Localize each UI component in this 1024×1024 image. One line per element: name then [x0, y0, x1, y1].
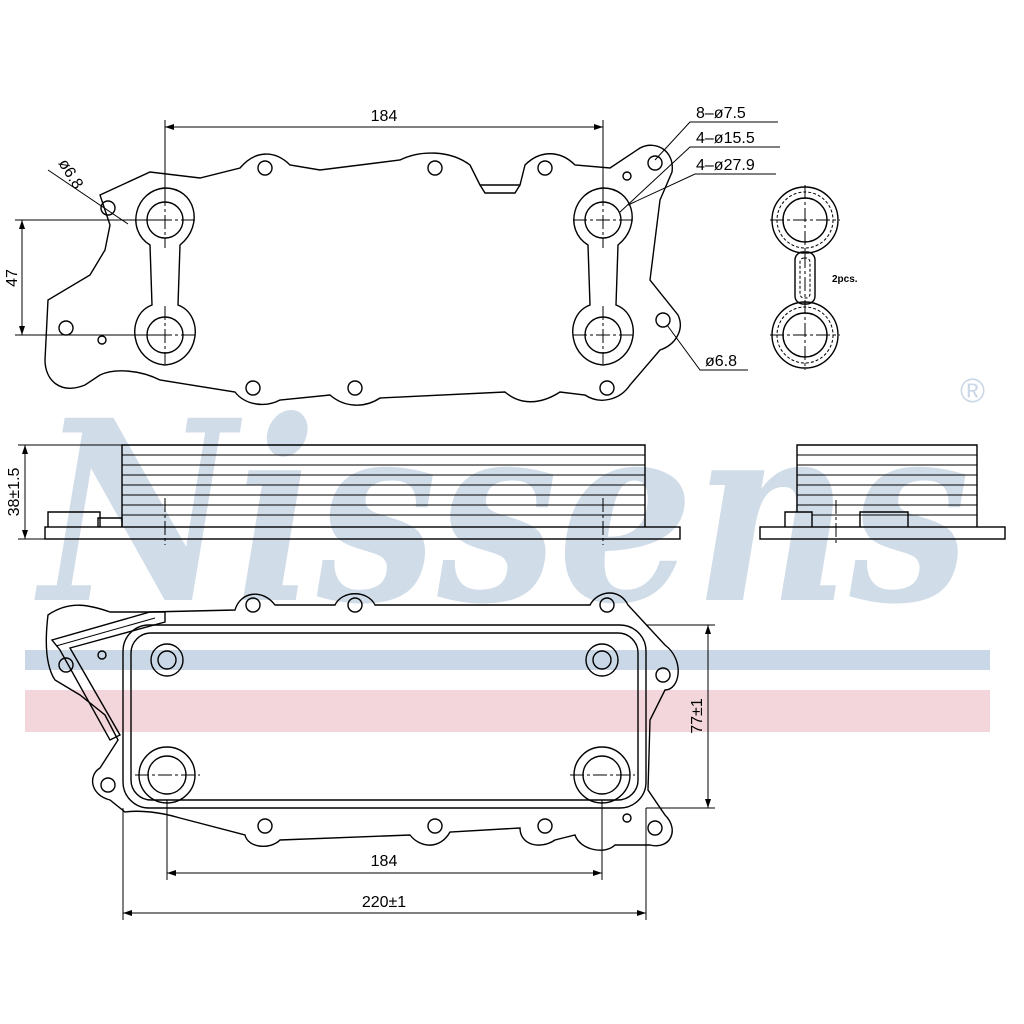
bottom-view: 184 220±1 77±1 — [45, 592, 715, 920]
side-base-plate — [44, 526, 681, 540]
top-view-outline — [44, 144, 681, 406]
side-base-step — [47, 511, 101, 527]
side-view: 38±1.5 — [6, 444, 681, 545]
end-boss — [859, 511, 909, 527]
bottom-inner-dimension: 184 — [371, 853, 398, 870]
mount-hole — [97, 335, 107, 345]
mount-hole — [655, 312, 671, 328]
watermark: Nissens ® — [25, 365, 990, 732]
mount-hole — [257, 818, 273, 834]
mount-hole — [537, 160, 553, 176]
top-view-bottom-tab — [479, 184, 521, 194]
callout-port-inner: 4–ø15.5 — [696, 130, 755, 147]
mount-hole — [537, 818, 553, 834]
mount-hole — [97, 650, 107, 660]
dim-arrow — [593, 870, 602, 876]
mount-hole — [347, 380, 363, 396]
watermark-red-band — [25, 690, 990, 732]
mount-hole — [647, 820, 663, 836]
mount-hole — [427, 160, 443, 176]
dim-arrow — [19, 326, 25, 335]
watermark-brand: Nissens — [34, 365, 970, 659]
mount-hole — [599, 597, 615, 613]
mount-hole — [100, 777, 116, 793]
leader-line — [47, 169, 129, 225]
dim-arrow — [637, 910, 646, 916]
bottom-height-dimension: 77±1 — [689, 698, 706, 734]
dim-arrow — [19, 220, 25, 229]
bottom-bracket-strip — [55, 617, 156, 647]
dim-arrow — [167, 870, 176, 876]
bottom-overall-dimension: 220±1 — [362, 894, 406, 911]
top-height-dimension: 47 — [4, 269, 21, 287]
mount-hole — [347, 597, 363, 613]
mount-hole — [100, 200, 116, 216]
mount-hole — [647, 155, 663, 171]
bottom-view-outline — [45, 592, 679, 851]
callout-hole-pattern: 8–ø7.5 — [696, 105, 746, 122]
gasket: 2pcs. — [770, 185, 858, 370]
leader-line — [619, 146, 780, 213]
callout-port-outer: 4–ø27.9 — [696, 157, 755, 174]
side-height-dimension: 38±1.5 — [6, 467, 23, 516]
mount-hole — [245, 597, 261, 613]
leader-line — [654, 121, 778, 161]
bottom-port-top-left-inner — [157, 650, 177, 670]
dim-arrow — [22, 445, 28, 454]
mount-hole — [58, 320, 74, 336]
mount-hole — [245, 380, 261, 396]
bottom-bracket-strip — [50, 611, 166, 741]
dim-arrow — [22, 530, 28, 539]
end-core-stack — [796, 444, 978, 527]
top-width-dimension: 184 — [371, 108, 398, 125]
core-outer — [122, 624, 647, 809]
dim-arrow — [705, 625, 711, 634]
mount-hole — [622, 813, 632, 823]
mount-hole — [257, 160, 273, 176]
dim-arrow — [165, 124, 174, 130]
hole-diameter-left: ø6.8 — [55, 156, 86, 192]
mount-hole — [58, 657, 74, 673]
leader-line — [666, 324, 748, 371]
watermark-blue-band — [25, 650, 990, 670]
bottom-port-top-right — [585, 643, 619, 677]
core-inner — [130, 632, 639, 801]
hole-diameter-right: ø6.8 — [705, 353, 737, 370]
dim-arrow — [705, 799, 711, 808]
left-port-bracket — [134, 187, 196, 366]
mount-hole — [427, 818, 443, 834]
watermark-registered-mark: ® — [960, 372, 985, 410]
side-core-stack — [121, 444, 646, 527]
mount-hole — [599, 380, 615, 396]
right-port-bracket — [572, 187, 634, 366]
mount-hole — [655, 667, 671, 683]
end-boss — [784, 511, 813, 527]
end-base-plate — [759, 526, 1006, 540]
dim-arrow — [594, 124, 603, 130]
top-view: 184 47 ø6.8 ø6.8 8–ø7.5 4–ø15.5 4–ø27.9 — [4, 105, 780, 406]
dim-arrow — [123, 910, 132, 916]
gasket-quantity: 2pcs. — [832, 274, 858, 285]
bottom-port-top-right-inner — [592, 650, 612, 670]
end-view — [759, 444, 1006, 545]
mount-hole — [622, 171, 632, 181]
bottom-port-top-left — [150, 643, 184, 677]
leader-line — [627, 173, 776, 206]
